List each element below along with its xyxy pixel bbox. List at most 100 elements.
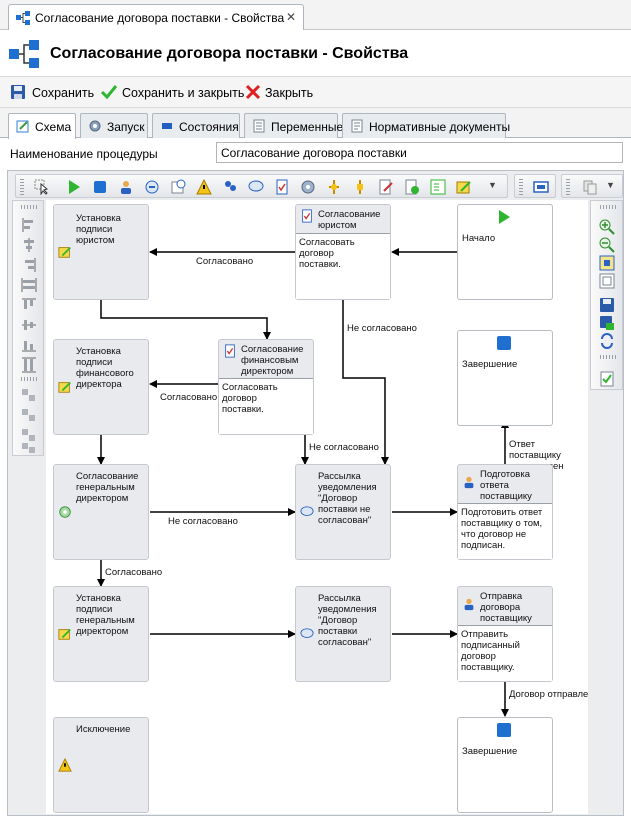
- save-and-close-button[interactable]: Сохранить и закрыть: [100, 83, 244, 103]
- validate-icon[interactable]: [599, 371, 615, 387]
- node-send-contract[interactable]: Отправка договора поставщику Отправить п…: [457, 586, 553, 682]
- node-sign-gen[interactable]: Установка подписи генеральным директором: [53, 586, 149, 682]
- edge-label-fin-approved: Согласовано: [160, 392, 218, 403]
- node-start[interactable]: Начало: [457, 204, 553, 300]
- end-icon: [497, 723, 511, 737]
- task-icon: [464, 598, 474, 611]
- tab-variables[interactable]: Переменные: [244, 113, 343, 138]
- toolbar-grip[interactable]: [21, 205, 37, 209]
- node-end-2[interactable]: Завершение: [457, 717, 553, 813]
- toolbar-grip[interactable]: [519, 179, 523, 195]
- node-mail-not-approved[interactable]: Рассылка уведомления "Договор поставки н…: [295, 464, 391, 560]
- view-toolbox: [514, 174, 556, 198]
- toolbar-grip[interactable]: [21, 377, 37, 381]
- sign-tool-icon[interactable]: [456, 179, 472, 195]
- red-x-icon: [245, 84, 261, 103]
- same-width-icon[interactable]: [21, 277, 37, 293]
- document-tab[interactable]: Согласование договора поставки - Свойств…: [8, 4, 304, 31]
- start-tool-icon[interactable]: [66, 179, 82, 195]
- start-icon: [499, 210, 510, 224]
- script-tool-icon[interactable]: [144, 179, 160, 195]
- document-icon: [350, 119, 364, 136]
- align-middle-icon[interactable]: [21, 317, 37, 333]
- align-left-icon[interactable]: [21, 217, 37, 233]
- zoom-in-icon[interactable]: [599, 219, 615, 235]
- node-exception[interactable]: Исключение: [53, 717, 149, 813]
- node-approve-lawyer[interactable]: Согласование юристом Согласовать договор…: [295, 204, 391, 300]
- process-diagram[interactable]: Согласовано Не согласовано Согласовано Н…: [46, 200, 588, 814]
- toolbar-grip[interactable]: [566, 179, 570, 195]
- edge-label-gen-not-approved: Не согласовано: [168, 516, 238, 527]
- task-tool-icon[interactable]: [118, 179, 134, 195]
- sign-icon: [58, 247, 71, 258]
- schema-icon: [16, 119, 30, 136]
- tab-regulatory-documents[interactable]: Нормативные документы: [342, 113, 510, 138]
- toolbox-overflow-icon[interactable]: ▼: [488, 180, 497, 190]
- tab-launch[interactable]: Запуск: [80, 113, 148, 138]
- alignment-toolbox: [12, 200, 44, 456]
- zoom-fit-icon[interactable]: [599, 255, 615, 271]
- zoom-out-icon[interactable]: [599, 237, 615, 253]
- align-top-icon[interactable]: [21, 297, 37, 313]
- csharp-script-tool-icon[interactable]: [430, 179, 446, 195]
- edit-document-tool-icon[interactable]: [378, 179, 394, 195]
- save-button[interactable]: Сохранить: [10, 83, 96, 103]
- node-sign-lawyer[interactable]: Установка подписи юристом: [53, 204, 149, 300]
- distribute-horizontal-icon[interactable]: [21, 387, 37, 403]
- check-document-tool-icon[interactable]: [404, 179, 420, 195]
- page-header: Согласование договора поставки - Свойств…: [0, 30, 631, 76]
- toolbar-grip[interactable]: [600, 355, 616, 359]
- node-prepare-reply[interactable]: Подготовка ответа поставщику Подготовить…: [457, 464, 553, 560]
- save-diagram-icon[interactable]: [599, 297, 615, 313]
- same-height-icon[interactable]: [21, 357, 37, 373]
- node-approve-gen[interactable]: Согласование генеральным директором: [53, 464, 149, 560]
- warning-icon: [58, 758, 72, 772]
- node-sign-fin[interactable]: Установка подписи финансового директора: [53, 339, 149, 435]
- fit-view-icon[interactable]: [533, 179, 549, 195]
- variables-icon: [252, 119, 266, 136]
- state-icon: [160, 119, 174, 136]
- export-diagram-icon[interactable]: [599, 315, 615, 331]
- edge-label-lawyer-approved: Согласовано: [196, 256, 254, 267]
- merge-tool-icon[interactable]: [352, 179, 368, 195]
- close-tab-icon[interactable]: ✕: [285, 10, 296, 24]
- group-task-tool-icon[interactable]: [222, 179, 238, 195]
- clipboard-overflow-icon[interactable]: ▼: [606, 180, 615, 190]
- gear-icon: [88, 119, 102, 136]
- edge-lawyer-not-approved: [342, 300, 389, 465]
- align-center-icon[interactable]: [21, 237, 37, 253]
- distribute-vertical-icon[interactable]: [21, 407, 37, 423]
- end-tool-icon[interactable]: [92, 179, 108, 195]
- timer-tool-icon[interactable]: [170, 179, 186, 195]
- bring-front-icon[interactable]: [21, 427, 37, 443]
- element-toolbox: ▼: [15, 174, 508, 198]
- procedure-name-field[interactable]: [216, 142, 623, 163]
- align-right-icon[interactable]: [21, 257, 37, 273]
- align-bottom-icon[interactable]: [21, 337, 37, 353]
- sign-icon: [58, 382, 71, 393]
- node-mail-approved[interactable]: Рассылка уведомления "Договор поставки с…: [295, 586, 391, 682]
- notification-icon: [300, 628, 314, 638]
- node-end-1[interactable]: Завершение: [457, 330, 553, 426]
- zoom-actual-icon[interactable]: [599, 273, 615, 289]
- settings-tool-icon[interactable]: [300, 179, 316, 195]
- zoom-toolbox: [590, 200, 623, 390]
- notification-icon: [300, 506, 314, 516]
- warning-tool-icon[interactable]: [196, 179, 212, 195]
- tab-states[interactable]: Состояния: [152, 113, 240, 138]
- refresh-icon[interactable]: [599, 333, 615, 349]
- send-back-icon[interactable]: [21, 439, 37, 455]
- toolbar-grip[interactable]: [20, 179, 24, 195]
- toolbar-grip[interactable]: [600, 205, 616, 209]
- node-approve-fin[interactable]: Согласование финансовым директором Согла…: [218, 339, 314, 435]
- document-tab-bar: Согласование договора поставки - Свойств…: [0, 0, 631, 31]
- pointer-tool-icon[interactable]: [34, 179, 50, 195]
- notification-tool-icon[interactable]: [248, 179, 264, 195]
- tab-schema[interactable]: Схема: [8, 113, 76, 139]
- end-icon: [497, 336, 511, 350]
- branch-tool-icon[interactable]: [326, 179, 342, 195]
- task-icon: [464, 476, 474, 489]
- approval-tool-icon[interactable]: [274, 179, 290, 195]
- close-button[interactable]: Закрыть: [245, 83, 315, 103]
- copy-icon[interactable]: [582, 179, 598, 195]
